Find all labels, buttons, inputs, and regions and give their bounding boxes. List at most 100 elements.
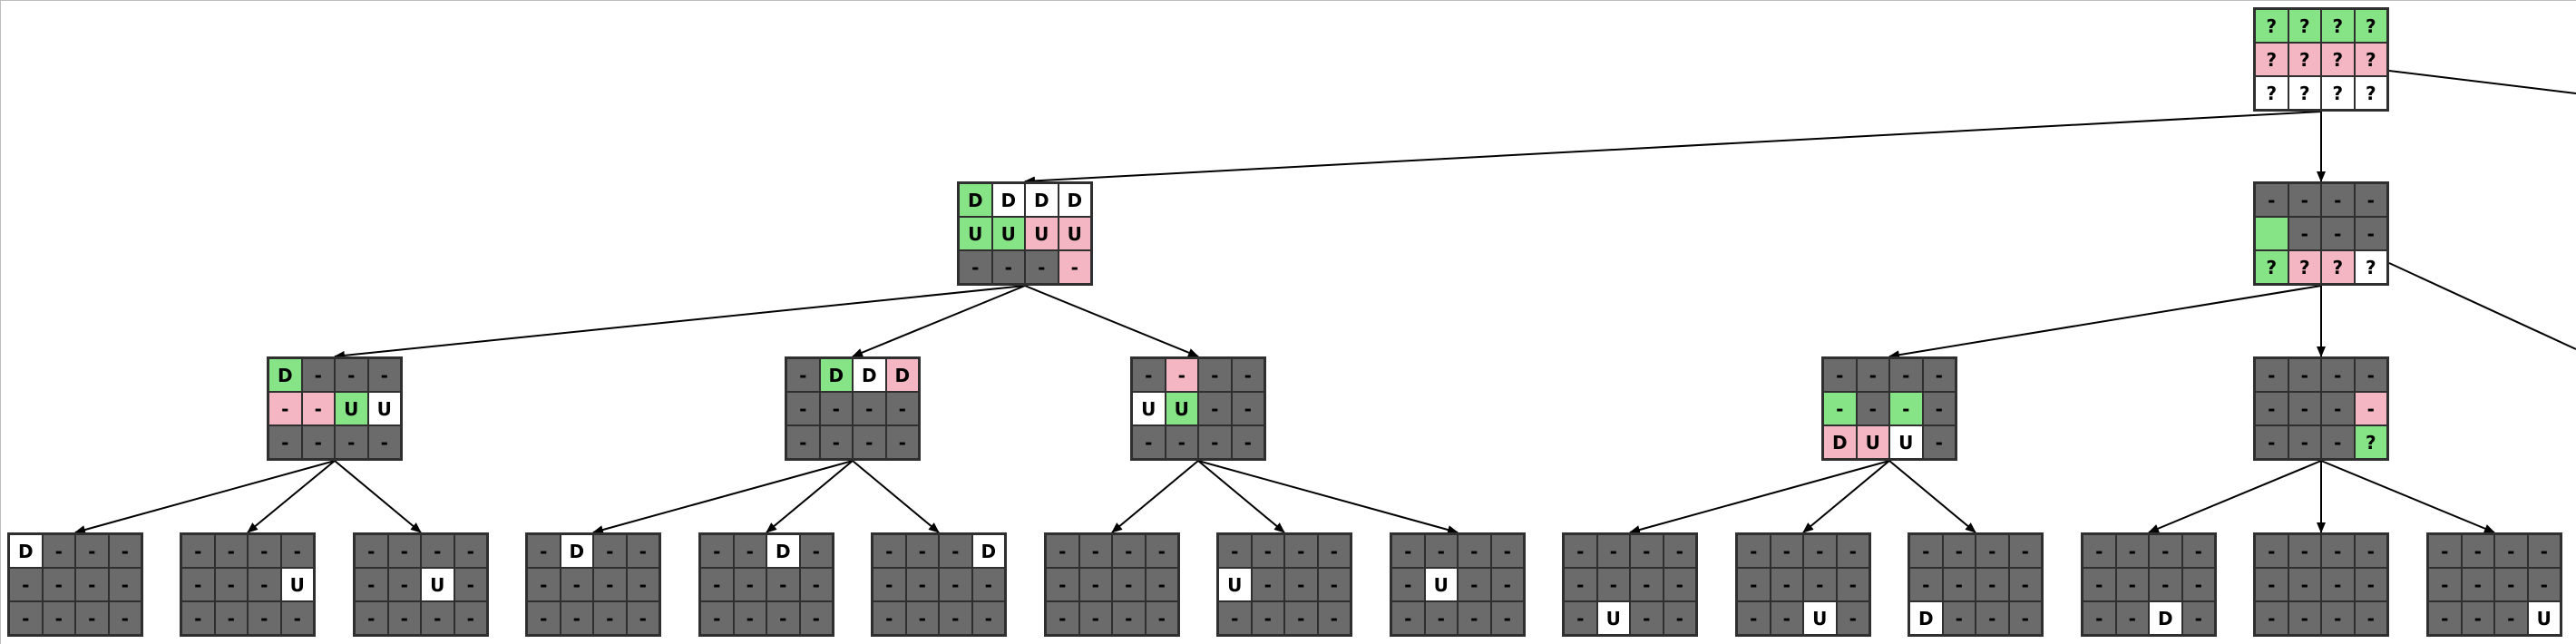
board-cell: - xyxy=(336,426,367,458)
board-cell: U xyxy=(1890,426,1922,458)
board-cell xyxy=(2256,218,2288,249)
board-cell: - xyxy=(76,535,108,567)
edge-n4-l5 xyxy=(766,460,854,533)
board-cell: ? xyxy=(2355,10,2386,42)
board-cell: - xyxy=(302,393,334,424)
board-cell: - xyxy=(1857,359,1888,391)
board-cell: ? xyxy=(2355,426,2386,458)
board-cell: - xyxy=(734,602,766,634)
board-cell: - xyxy=(454,535,486,567)
board-cell: - xyxy=(2288,393,2320,424)
board-cell: - xyxy=(1047,602,1078,634)
board-cell: - xyxy=(2256,535,2288,567)
board-cell: - xyxy=(2083,535,2115,567)
board-cell: - xyxy=(1491,535,1523,567)
board-cell: - xyxy=(1910,569,1942,600)
board-cell: - xyxy=(627,569,659,600)
board-cell: - xyxy=(2083,569,2115,600)
edge-n5-l8 xyxy=(1197,460,1285,533)
board-cell: - xyxy=(1285,602,1317,634)
board-cell: - xyxy=(43,602,74,634)
board-cell: - xyxy=(594,569,626,600)
board-cell: - xyxy=(2429,569,2461,600)
left-border-line xyxy=(0,0,1,644)
board-cell: - xyxy=(2462,569,2493,600)
board-cell: - xyxy=(940,569,971,600)
board-cell: - xyxy=(1857,393,1888,424)
board-cell: - xyxy=(182,569,214,600)
board-node-l14: ------------ xyxy=(2253,532,2389,637)
board-cell: - xyxy=(269,393,301,424)
board-cell: - xyxy=(1232,426,1264,458)
board-cell: - xyxy=(1146,535,1177,567)
board-cell: - xyxy=(356,569,387,600)
board-cell: - xyxy=(1133,426,1165,458)
board-cell: - xyxy=(767,602,799,634)
board-cell: - xyxy=(1252,569,1283,600)
board-cell: - xyxy=(2256,184,2288,216)
board-cell: - xyxy=(2009,535,2041,567)
board-cell: U xyxy=(1597,602,1629,634)
board-cell: - xyxy=(1943,535,1975,567)
board-cell: - xyxy=(1738,535,1770,567)
board-cell: - xyxy=(1392,602,1424,634)
edge-n1-n4 xyxy=(852,285,1026,357)
board-cell: - xyxy=(701,569,733,600)
board-cell: D xyxy=(972,535,1004,567)
board-cell: - xyxy=(1597,569,1629,600)
board-cell: - xyxy=(1771,569,1802,600)
board-cell: - xyxy=(2288,535,2320,567)
board-cell: ? xyxy=(2288,44,2320,75)
board-cell: - xyxy=(1318,535,1350,567)
board-cell: - xyxy=(422,535,454,567)
board-cell: - xyxy=(820,426,852,458)
board-cell: ? xyxy=(2355,77,2386,109)
board-cell: D xyxy=(886,359,918,391)
board-cell: - xyxy=(1166,359,1197,391)
board-cell: - xyxy=(1890,393,1922,424)
board-cell: - xyxy=(594,602,626,634)
board-cell: - xyxy=(1252,602,1283,634)
board-cell: - xyxy=(906,602,938,634)
board-cell: - xyxy=(2009,569,2041,600)
board-cell: - xyxy=(1047,535,1078,567)
board-cell: - xyxy=(2355,184,2386,216)
board-node-l5: --D--------- xyxy=(698,532,834,637)
board-cell: - xyxy=(1837,602,1869,634)
board-cell: - xyxy=(1976,569,2008,600)
board-cell: - xyxy=(1923,359,1955,391)
board-cell: ? xyxy=(2355,44,2386,75)
board-cell: - xyxy=(1837,535,1869,567)
board-cell: - xyxy=(2288,184,2320,216)
board-node-n2: -------???? xyxy=(2253,181,2389,286)
board-cell: - xyxy=(2322,218,2354,249)
board-cell: - xyxy=(1146,569,1177,600)
board-cell: - xyxy=(2256,393,2288,424)
board-cell: - xyxy=(734,569,766,600)
board-cell: ? xyxy=(2256,77,2288,109)
board-cell: - xyxy=(1425,535,1457,567)
board-cell: - xyxy=(1146,602,1177,634)
board-cell: - xyxy=(528,602,560,634)
board-cell: - xyxy=(1459,535,1490,567)
board-cell: - xyxy=(873,535,905,567)
board-cell: - xyxy=(2288,426,2320,458)
board-cell: ? xyxy=(2322,251,2354,283)
board-cell: - xyxy=(1113,602,1145,634)
board-cell: - xyxy=(388,602,420,634)
edge-n5-l9 xyxy=(1197,460,1459,534)
board-cell: - xyxy=(388,569,420,600)
board-cell: - xyxy=(1824,359,1856,391)
board-cell: - xyxy=(2009,602,2041,634)
board-cell: - xyxy=(528,569,560,600)
board-cell: - xyxy=(873,569,905,600)
board-cell: - xyxy=(873,602,905,634)
board-cell: - xyxy=(1804,569,1836,600)
board-cell: D xyxy=(820,359,852,391)
edge-n7-l13 xyxy=(2148,460,2322,533)
board-cell: - xyxy=(2429,602,2461,634)
board-cell: - xyxy=(906,569,938,600)
board-cell: D xyxy=(1910,602,1942,634)
